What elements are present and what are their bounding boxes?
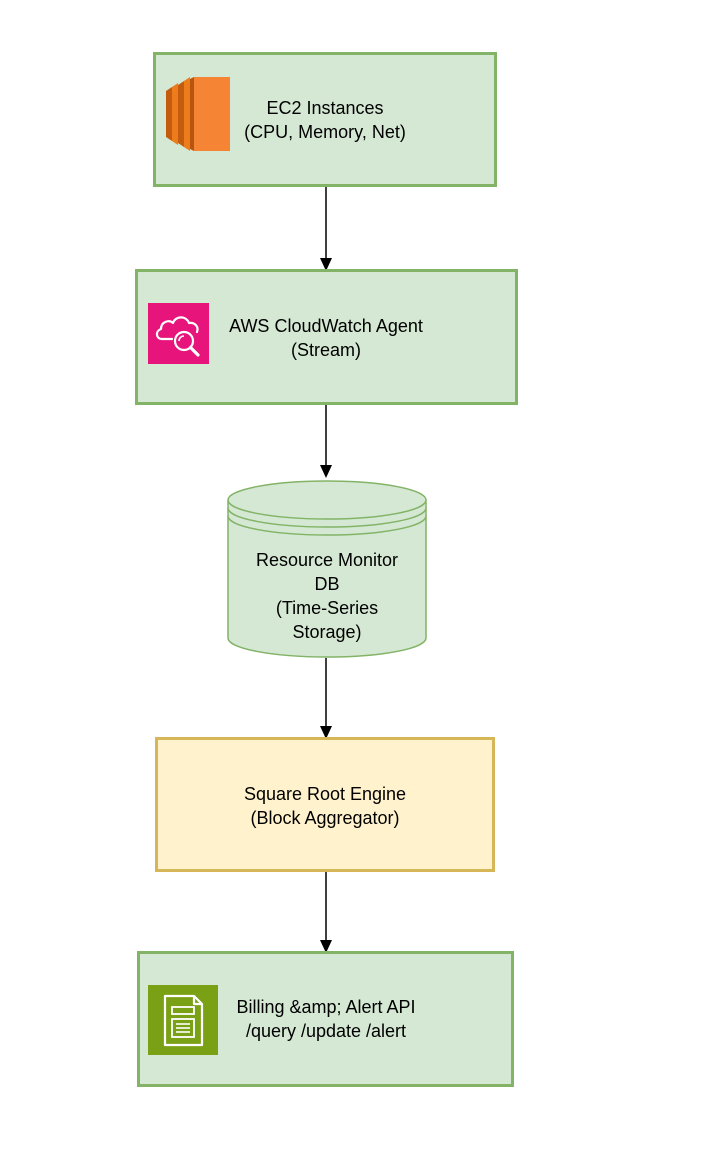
square-root-engine-node[interactable]: [155, 737, 495, 872]
engine-title: Square Root Engine: [243, 784, 407, 804]
edge-ec2-to-cloudwatch: [320, 186, 332, 271]
db-line-2: DB: [314, 574, 340, 594]
square-root-engine-label: Square Root Engine (Block Aggregator): [155, 782, 495, 830]
cloudwatch-agent-title: AWS CloudWatch Agent: [229, 316, 423, 336]
ec2-instances-subtitle: (CPU, Memory, Net): [244, 122, 406, 142]
ec2-instances-icon: [166, 77, 230, 151]
engine-subtitle: (Block Aggregator): [250, 808, 400, 828]
cloudwatch-agent-label: AWS CloudWatch Agent (Stream): [200, 314, 452, 362]
ec2-instances-label: EC2 Instances (CPU, Memory, Net): [225, 96, 425, 144]
edge-engine-to-api: [320, 871, 332, 953]
ec2-instances-title: EC2 Instances: [266, 98, 384, 118]
cloudwatch-agent-icon: [148, 303, 209, 364]
db-line-4: Storage): [292, 622, 362, 642]
edge-cloudwatch-to-db: [320, 404, 332, 478]
db-line-3: (Time-Series: [275, 598, 379, 618]
billing-document-icon: [148, 985, 218, 1055]
billing-alert-api-label: Billing &amp; Alert API /query /update /…: [212, 995, 440, 1043]
resource-monitor-db-node[interactable]: [226, 478, 428, 660]
db-line-1: Resource Monitor: [255, 550, 399, 570]
api-endpoints: /query /update /alert: [245, 1021, 407, 1041]
api-title: Billing &amp; Alert API: [236, 997, 416, 1017]
resource-monitor-db-label: Resource Monitor DB (Time-Series Storage…: [226, 548, 428, 644]
cloudwatch-agent-subtitle: (Stream): [290, 340, 361, 360]
edge-db-to-engine: [320, 658, 332, 739]
